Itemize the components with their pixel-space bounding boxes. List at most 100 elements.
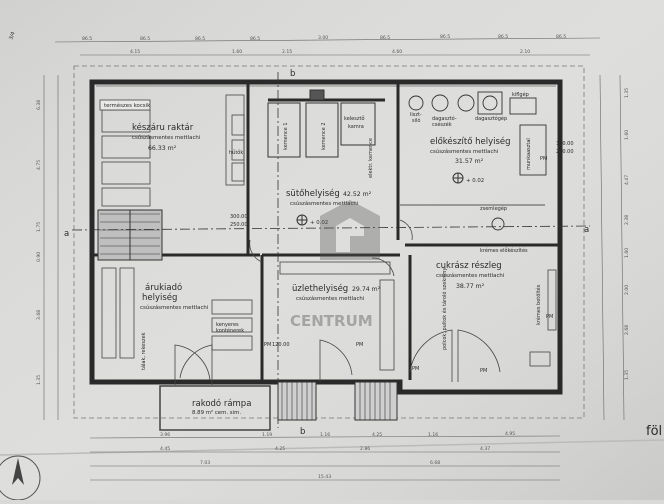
room-suto-finish: csúszásmentes mettlachi — [290, 200, 358, 207]
dim-right-4: 1.60 — [624, 248, 630, 258]
pm-6: PM — [480, 368, 487, 374]
door-swings — [174, 219, 501, 385]
section-a-left: a — [64, 229, 69, 239]
dim-right-3: 2.38 — [624, 215, 630, 225]
dim-top1-4: 3.00 — [318, 35, 328, 41]
dim-right-6: 2.68 — [624, 325, 630, 335]
dim-top1-5: 86.5 — [380, 35, 390, 41]
room-cukrasz-finish: csúszásmentes mettlachi — [436, 272, 504, 279]
label-polcok: polcok, pultok és tároló szekrény — [441, 268, 448, 350]
dim-top1-8: 86.5 — [556, 34, 566, 40]
room-cukrasz-name: cukrász részleg — [436, 260, 502, 271]
room-arukiado-name1: árukiadó — [145, 282, 182, 293]
pm-5: PM — [546, 314, 553, 320]
label-kemence-1: kemence 1 — [283, 122, 289, 150]
dim-bot2-3: 4.37 — [480, 446, 490, 452]
carts-label-box — [99, 99, 151, 111]
dim-left-3: 0.90 — [36, 252, 42, 262]
dim-top1-7: 86.5 — [498, 34, 508, 40]
dim-top2-0: 4.15 — [130, 49, 140, 55]
label-silo: siló — [412, 117, 420, 124]
label-keleszto-kamra: kamra — [348, 124, 364, 130]
dim-left-1: 4.75 — [36, 160, 42, 170]
label-kiflgep: kiflgép — [512, 91, 529, 98]
exterior-walls — [89, 79, 563, 395]
pm-3: PM — [412, 366, 419, 372]
level-mark-2: + 0.02 — [466, 178, 484, 184]
paper-fold — [0, 439, 664, 456]
section-b-top: b — [290, 69, 295, 79]
prep-equipment — [408, 91, 547, 231]
dim-250: 250.00 — [230, 222, 248, 228]
dim-top1-1: 86.5 — [140, 36, 150, 42]
room-uzlet-name: üzlethelyiség — [292, 283, 348, 294]
room-elokeszito-finish: csúszásmentes mettlachi — [430, 148, 498, 155]
corner-text: föl — [646, 424, 662, 439]
pm-4: PM — [540, 156, 547, 162]
dim-bot1-0: 3.96 — [160, 432, 170, 438]
room-elokeszito-name: előkészítő helyiség — [430, 136, 511, 147]
dim-bot2-1: 4.25 — [275, 446, 285, 452]
room-rampa-name: rakodó rámpa — [192, 398, 251, 409]
dim-bot3-0: 7.03 — [200, 460, 210, 466]
top-dimension-lines — [54, 37, 601, 56]
room-uzlet-finish: csúszásmentes mettlachi — [296, 295, 364, 302]
dim-bot1-1: 1.19 — [262, 432, 272, 438]
label-dagaszto: dagasztó- — [432, 115, 457, 122]
room-arukiado-name2: helyiség — [142, 292, 177, 303]
pm-2: PM — [356, 342, 363, 348]
dim-top2-1: 1.60 — [232, 49, 242, 55]
section-a-right: a — [584, 225, 589, 235]
top-dimension-row-1: 86.5 86.5 86.5 86.5 3.00 86.5 86.5 86.5 … — [82, 34, 566, 42]
dim-bot2-0: 4.45 — [160, 446, 170, 452]
room-rampa-area: 8.89 m² cem. sim. — [192, 409, 241, 416]
dim-150: 150.00 — [556, 141, 574, 147]
label-zsemlegep: zsemlegép — [480, 205, 507, 212]
dim-right-2: 4.47 — [624, 175, 630, 185]
label-munkaasztal: munkaasztal — [526, 138, 532, 170]
section-lines — [71, 72, 591, 428]
dim-right-7: 1.35 — [624, 370, 630, 380]
label-keleszto: kelesztő — [344, 116, 365, 122]
dim-bot1-5: 4.95 — [505, 431, 515, 437]
label-dagasztogep: dagasztógép — [475, 115, 507, 122]
room-uzlet-area: 29.74 m² — [352, 286, 381, 293]
label-kenyeres: kenyeres — [216, 322, 239, 328]
section-b-bottom: b — [300, 427, 305, 437]
room-keszaru-name: készáru raktár — [132, 122, 194, 133]
dim-top2-4: 2.10 — [520, 49, 530, 55]
loading-ramp-outline — [159, 385, 271, 431]
label-kemence-2: kemence 2 — [321, 122, 327, 150]
dim-top2-3: 4.60 — [392, 49, 402, 55]
room-keszaru-finish: csúszásmentes mettlachi — [132, 134, 200, 141]
dim-top1-0: 86.5 — [82, 36, 92, 42]
room-elokeszito-area: 31.57 m² — [455, 158, 484, 165]
entrance-stairs — [277, 381, 398, 421]
dim-top2-2: 2.15 — [282, 49, 292, 55]
dim-300: 300.00 — [230, 214, 248, 220]
label-hutok: hűtők — [229, 150, 243, 156]
right-dimension-lines — [599, 74, 625, 421]
stairs-left — [97, 209, 163, 261]
room-arukiado-finish: csúszásmentes mettlachi — [140, 304, 208, 311]
dim-bot1-3: 4.25 — [372, 432, 382, 438]
label-csészék: csészék — [432, 121, 452, 128]
dim-bot4-0: 15.43 — [318, 474, 331, 480]
site-boundary — [73, 65, 585, 419]
pm-1: PM — [264, 342, 271, 348]
dim-bot3-1: 6.68 — [430, 460, 440, 466]
label-talak: tálak, rekeszek — [140, 332, 147, 370]
room-suto-area: 42.52 m² — [343, 191, 372, 198]
room-keszaru-area: 66.33 m² — [148, 145, 177, 152]
dim-top1-3: 86.5 — [250, 36, 260, 42]
label-kontenerek: konténerek — [216, 327, 244, 334]
label-kremes-betoltes: krémes betöltés — [535, 284, 542, 325]
room-cukrasz-area: 38.77 m² — [456, 283, 485, 290]
left-dimension-lines — [43, 75, 59, 420]
dim-120-a: 120.00 — [272, 342, 290, 348]
dim-left-2: 1.75 — [36, 222, 42, 232]
bottom-dimension-lines — [89, 435, 561, 481]
dim-right-1: 1.60 — [624, 130, 630, 140]
dim-right-0: 1.35 — [624, 88, 630, 98]
